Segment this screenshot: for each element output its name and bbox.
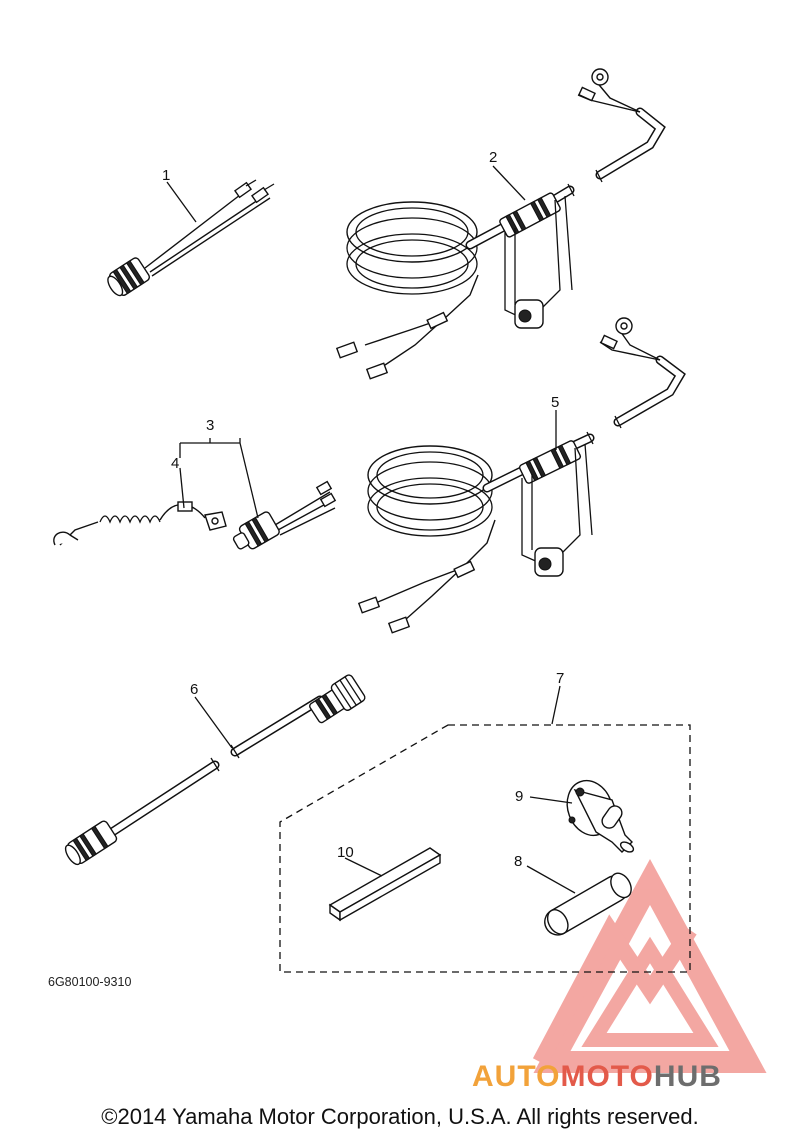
part-9-fitting [566,779,635,853]
callout-1: 1 [162,167,170,184]
automotohub-wordmark: AUTOMOTOHUB [472,1060,722,1093]
callout-8: 8 [514,853,522,870]
callout-3: 3 [206,417,214,434]
callout-10: 10 [337,844,354,861]
part-2-main-harness [335,68,666,380]
part-8-tube [544,872,632,936]
callout-2: 2 [489,149,497,166]
leader-lines [166,165,576,894]
part-5-main-harness [357,317,686,634]
part-10-block [328,847,442,922]
wordmark-moto: MOTO [560,1060,653,1093]
callout-7: 7 [556,670,564,687]
part-7-kit-boundary [279,724,691,973]
wordmark-hub: HUB [654,1060,722,1093]
callout-9: 9 [515,788,523,805]
part-4-lanyard [53,501,227,546]
diagram-code: 6G80100-9310 [48,975,131,989]
copyright-footer: ©2014 Yamaha Motor Corporation, U.S.A. A… [101,1104,698,1129]
part-1-lead-wire [107,179,275,297]
callouts: 1 2 3 4 5 6 7 8 9 10 [162,149,564,870]
callout-5: 5 [551,394,559,411]
part-6-extension-cable [64,674,366,866]
callout-4: 4 [171,455,179,472]
part-3-engine-stop-switch [232,480,337,550]
wordmark-auto: AUTO [472,1060,560,1093]
svg-text:AUTOMOTOHUB: AUTOMOTOHUB [472,1060,722,1093]
callout-6: 6 [190,681,198,698]
